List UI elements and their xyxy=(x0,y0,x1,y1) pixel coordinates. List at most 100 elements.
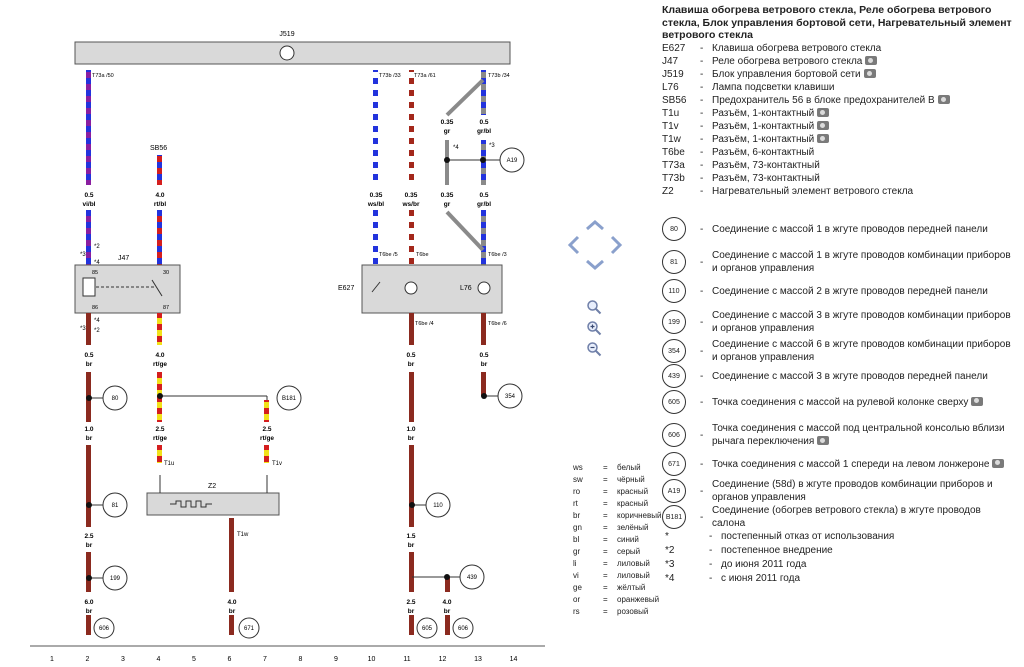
chevron-left-icon[interactable] xyxy=(567,235,580,255)
camera-icon[interactable] xyxy=(817,108,830,117)
legend-code: T73b xyxy=(662,173,685,184)
camera-icon[interactable] xyxy=(992,458,1005,468)
heater-icon xyxy=(170,500,212,508)
ground-symbol: 81 xyxy=(662,250,686,274)
j47-pin-85: 85 xyxy=(92,270,98,276)
ground-605-label: 605 xyxy=(422,626,433,632)
legend-item: T73b-Разъём, 73-контактный xyxy=(662,172,1012,185)
t1v-label: T1v xyxy=(272,461,282,467)
rail-number: 11 xyxy=(403,656,410,663)
legend-dash: - xyxy=(700,511,704,523)
wire-rt-ge-c xyxy=(157,445,162,463)
zoom-in-icon[interactable] xyxy=(586,320,602,336)
ground-legend-item: 354-Соединение с массой 6 в жгуте провод… xyxy=(662,338,1012,364)
wire-gr-diagonal-bottom xyxy=(445,210,485,252)
ground-legend-item: 80-Соединение с массой 1 в жгуте проводо… xyxy=(662,217,1012,241)
wire-gr-bl xyxy=(481,70,486,115)
pan-control[interactable] xyxy=(566,218,624,272)
camera-icon[interactable] xyxy=(817,134,830,143)
rail-number: 4 xyxy=(157,656,161,663)
wire-color: gr/bl xyxy=(477,201,491,208)
legend-dash: - xyxy=(700,121,704,132)
wire-size: 0.5 xyxy=(479,352,488,359)
camera-icon[interactable] xyxy=(863,69,876,78)
ground-symbol: A19 xyxy=(662,479,686,503)
wire-color-code: li xyxy=(573,559,577,568)
wire-color-row: ws=белый xyxy=(573,462,661,474)
wire-color-row: rs=розовый xyxy=(573,606,661,618)
wiring-diagram: J519 T73a /50 T73b /33 T73a /61 T73b /34… xyxy=(30,31,545,663)
ground-legend-item: 671-Точка соединения с массой 1 спереди … xyxy=(662,452,1012,476)
legend-dash: - xyxy=(700,458,704,470)
wire-size: 0.5 xyxy=(479,192,488,199)
wire-color: br xyxy=(86,361,93,368)
ground-81 xyxy=(102,492,128,518)
pin-t73b-33: T73b /33 xyxy=(379,73,401,79)
wire-br-5b xyxy=(229,615,234,635)
wire-color-row: sw=чёрный xyxy=(573,474,661,486)
rail-number: 6 xyxy=(228,656,232,663)
wire-br-4b xyxy=(445,615,450,635)
z2-heater xyxy=(146,492,280,516)
wire-color-code: ro xyxy=(573,487,581,496)
zoom-fit-icon[interactable] xyxy=(586,299,602,315)
wire-color: br xyxy=(86,542,93,549)
chevron-up-icon[interactable] xyxy=(586,220,604,231)
legend-code: T73a xyxy=(662,160,685,171)
camera-icon[interactable] xyxy=(937,95,950,104)
zoom-out-icon[interactable] xyxy=(586,341,602,357)
camera-icon[interactable] xyxy=(865,56,878,65)
wire-size: 1.0 xyxy=(84,426,93,433)
ground-605 xyxy=(416,617,438,639)
legend-dash: - xyxy=(700,82,704,93)
t1w-label: T1w xyxy=(237,532,249,538)
ground-legend-text: Соединение с массой 6 в жгуте проводов к… xyxy=(712,339,1011,363)
chevron-right-icon[interactable] xyxy=(610,235,623,255)
equals-sign: = xyxy=(603,511,608,520)
legend-text: Блок управления бортовой сети xyxy=(712,68,1012,81)
legend-dash: - xyxy=(700,345,704,357)
pin-t73a-50: T73a /50 xyxy=(92,73,114,79)
j47-pin-87: 87 xyxy=(163,305,169,311)
rail-number: 8 xyxy=(299,656,303,663)
wire-br-1 xyxy=(86,313,91,345)
ground-legend-item: B181-Соединение (обогрев ветрового стекл… xyxy=(662,504,1012,530)
ground-legend-text: Соединение с массой 1 в жгуте проводов п… xyxy=(712,223,988,235)
j47-pin-30: 30 xyxy=(163,270,169,276)
legend-text: Разъём, 1-контактный xyxy=(712,107,1012,120)
ground-110-label: 110 xyxy=(433,503,443,509)
legend-text: Реле обогрева ветрового стекла xyxy=(712,55,1012,68)
rail-number: 13 xyxy=(474,656,482,663)
node xyxy=(481,393,487,399)
control-unit-icon xyxy=(279,45,295,61)
legend-text: Клавиша обогрева ветрового стекла xyxy=(712,43,882,54)
wire-br-4 xyxy=(445,577,450,592)
chevron-down-icon[interactable] xyxy=(586,259,604,270)
wire-size: 2.5 xyxy=(406,599,415,606)
ground-80-label: 80 xyxy=(112,396,119,402)
ground-symbol: 606 xyxy=(662,423,686,447)
wire-vi-bl xyxy=(86,70,91,185)
legend-dash: - xyxy=(700,173,704,184)
l76-label: L76 xyxy=(460,285,472,292)
lamp-icon-2 xyxy=(477,281,491,295)
ground-606-b xyxy=(452,617,474,639)
camera-icon[interactable] xyxy=(817,436,830,445)
footnote-row: *2-постепенное внедрение xyxy=(665,544,894,558)
relay-contact xyxy=(151,279,163,297)
legend-title: Клавиша обогрева ветрового стекла, Реле … xyxy=(662,4,1012,41)
footnote-row: *-постепенный отказ от использования xyxy=(665,530,894,544)
wire-color-row: or=оранжевый xyxy=(573,594,661,606)
wire-color: br xyxy=(86,608,93,615)
ground-symbol: 671 xyxy=(662,452,686,476)
camera-icon[interactable] xyxy=(971,396,984,406)
wire-color-name: чёрный xyxy=(617,475,645,484)
legend-item: J519-Блок управления бортовой сети xyxy=(662,68,1012,81)
footnote-marker: *2 xyxy=(94,244,100,250)
legend-item: SB56-Предохранитель 56 в блоке предохран… xyxy=(662,94,1012,107)
legend-text: Разъём, 1-контактный xyxy=(712,133,1012,146)
camera-icon[interactable] xyxy=(817,121,830,130)
ground-a19 xyxy=(499,147,525,173)
wire-color: rt/bl xyxy=(154,201,166,208)
legend-item: T1v-Разъём, 1-контактный xyxy=(662,120,1012,133)
